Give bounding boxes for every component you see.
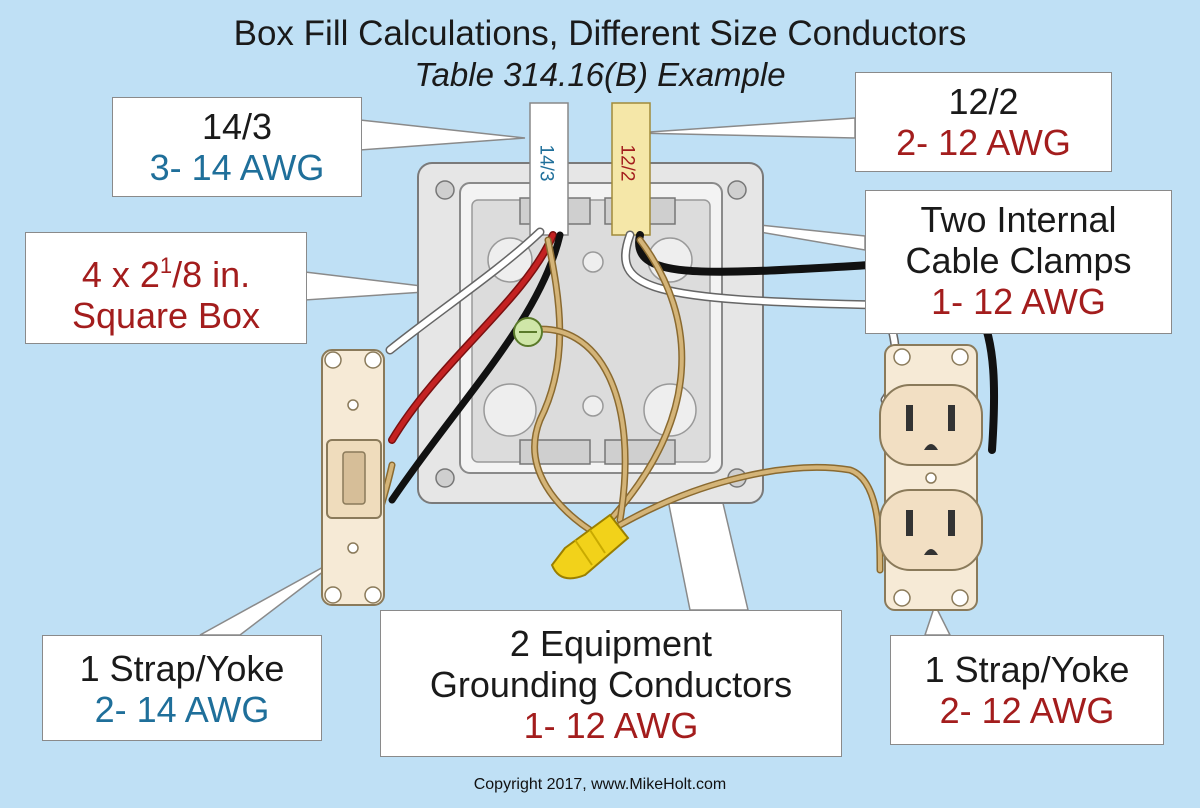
callout-receptacle-yoke-label: 1 Strap/Yoke (924, 649, 1130, 690)
diagram-title: Box Fill Calculations, Different Size Co… (233, 14, 967, 53)
callout-clamps-count: 1- 12 AWG (931, 281, 1106, 322)
callout-grounding-conductors: 2 Equipment Grounding Conductors 1- 12 A… (380, 610, 842, 757)
callout-cable-clamps: Two Internal Cable Clamps 1- 12 AWG (865, 190, 1172, 334)
copyright-notice: Copyright 2017, www.MikeHolt.com (473, 776, 727, 793)
callout-receptacle-yoke-count: 2- 12 AWG (939, 690, 1115, 731)
cable-tag-14-3: 14/3 (535, 144, 557, 182)
box-size-main: 4 x 2 (81, 254, 160, 295)
callout-switch-yoke-count: 2- 14 AWG (94, 689, 270, 730)
callout-square-box: 4 x 21/8 in. Square Box (25, 232, 307, 344)
diagram-subtitle: Table 314.16(B) Example (414, 56, 786, 93)
callout-12-2-count: 2- 12 AWG (896, 122, 1071, 163)
callout-14-3-count: 3- 14 AWG (149, 147, 325, 188)
callout-switch-yoke: 1 Strap/Yoke 2- 14 AWG (42, 635, 322, 741)
callout-14-3-name: 14/3 (201, 106, 273, 147)
callout-cable-14-3: 14/3 3- 14 AWG (112, 97, 362, 197)
callout-switch-yoke-label: 1 Strap/Yoke (79, 648, 285, 689)
ground-screw-icon (513, 317, 543, 347)
callout-12-2-name: 12/2 (948, 81, 1019, 122)
cable-sheaths (529, 102, 651, 236)
cable-tag-12-2: 12/2 (616, 144, 638, 182)
box-size-fraction-rest: /8 in. (172, 254, 251, 295)
callout-grounding-count: 1- 12 AWG (523, 705, 699, 746)
box-size-fraction-numerator: 1 (159, 253, 173, 278)
receptacle-icon (879, 344, 983, 611)
callout-clamps-line2: Cable Clamps (905, 240, 1132, 281)
callout-grounding-line2: Grounding Conductors (429, 664, 793, 705)
callout-box-type: Square Box (71, 295, 261, 336)
junction-box-icon (417, 162, 764, 504)
callout-grounding-line1: 2 Equipment (509, 623, 713, 664)
callout-receptacle-yoke: 1 Strap/Yoke 2- 12 AWG (890, 635, 1164, 745)
conductors (356, 227, 999, 594)
callout-clamps-line1: Two Internal (920, 199, 1117, 240)
callout-cable-12-2: 12/2 2- 12 AWG (855, 72, 1112, 172)
switch-icon (321, 349, 385, 606)
wire-nut-icon (550, 513, 630, 580)
callout-box-size: 4 x 21/8 in. (26, 245, 306, 295)
